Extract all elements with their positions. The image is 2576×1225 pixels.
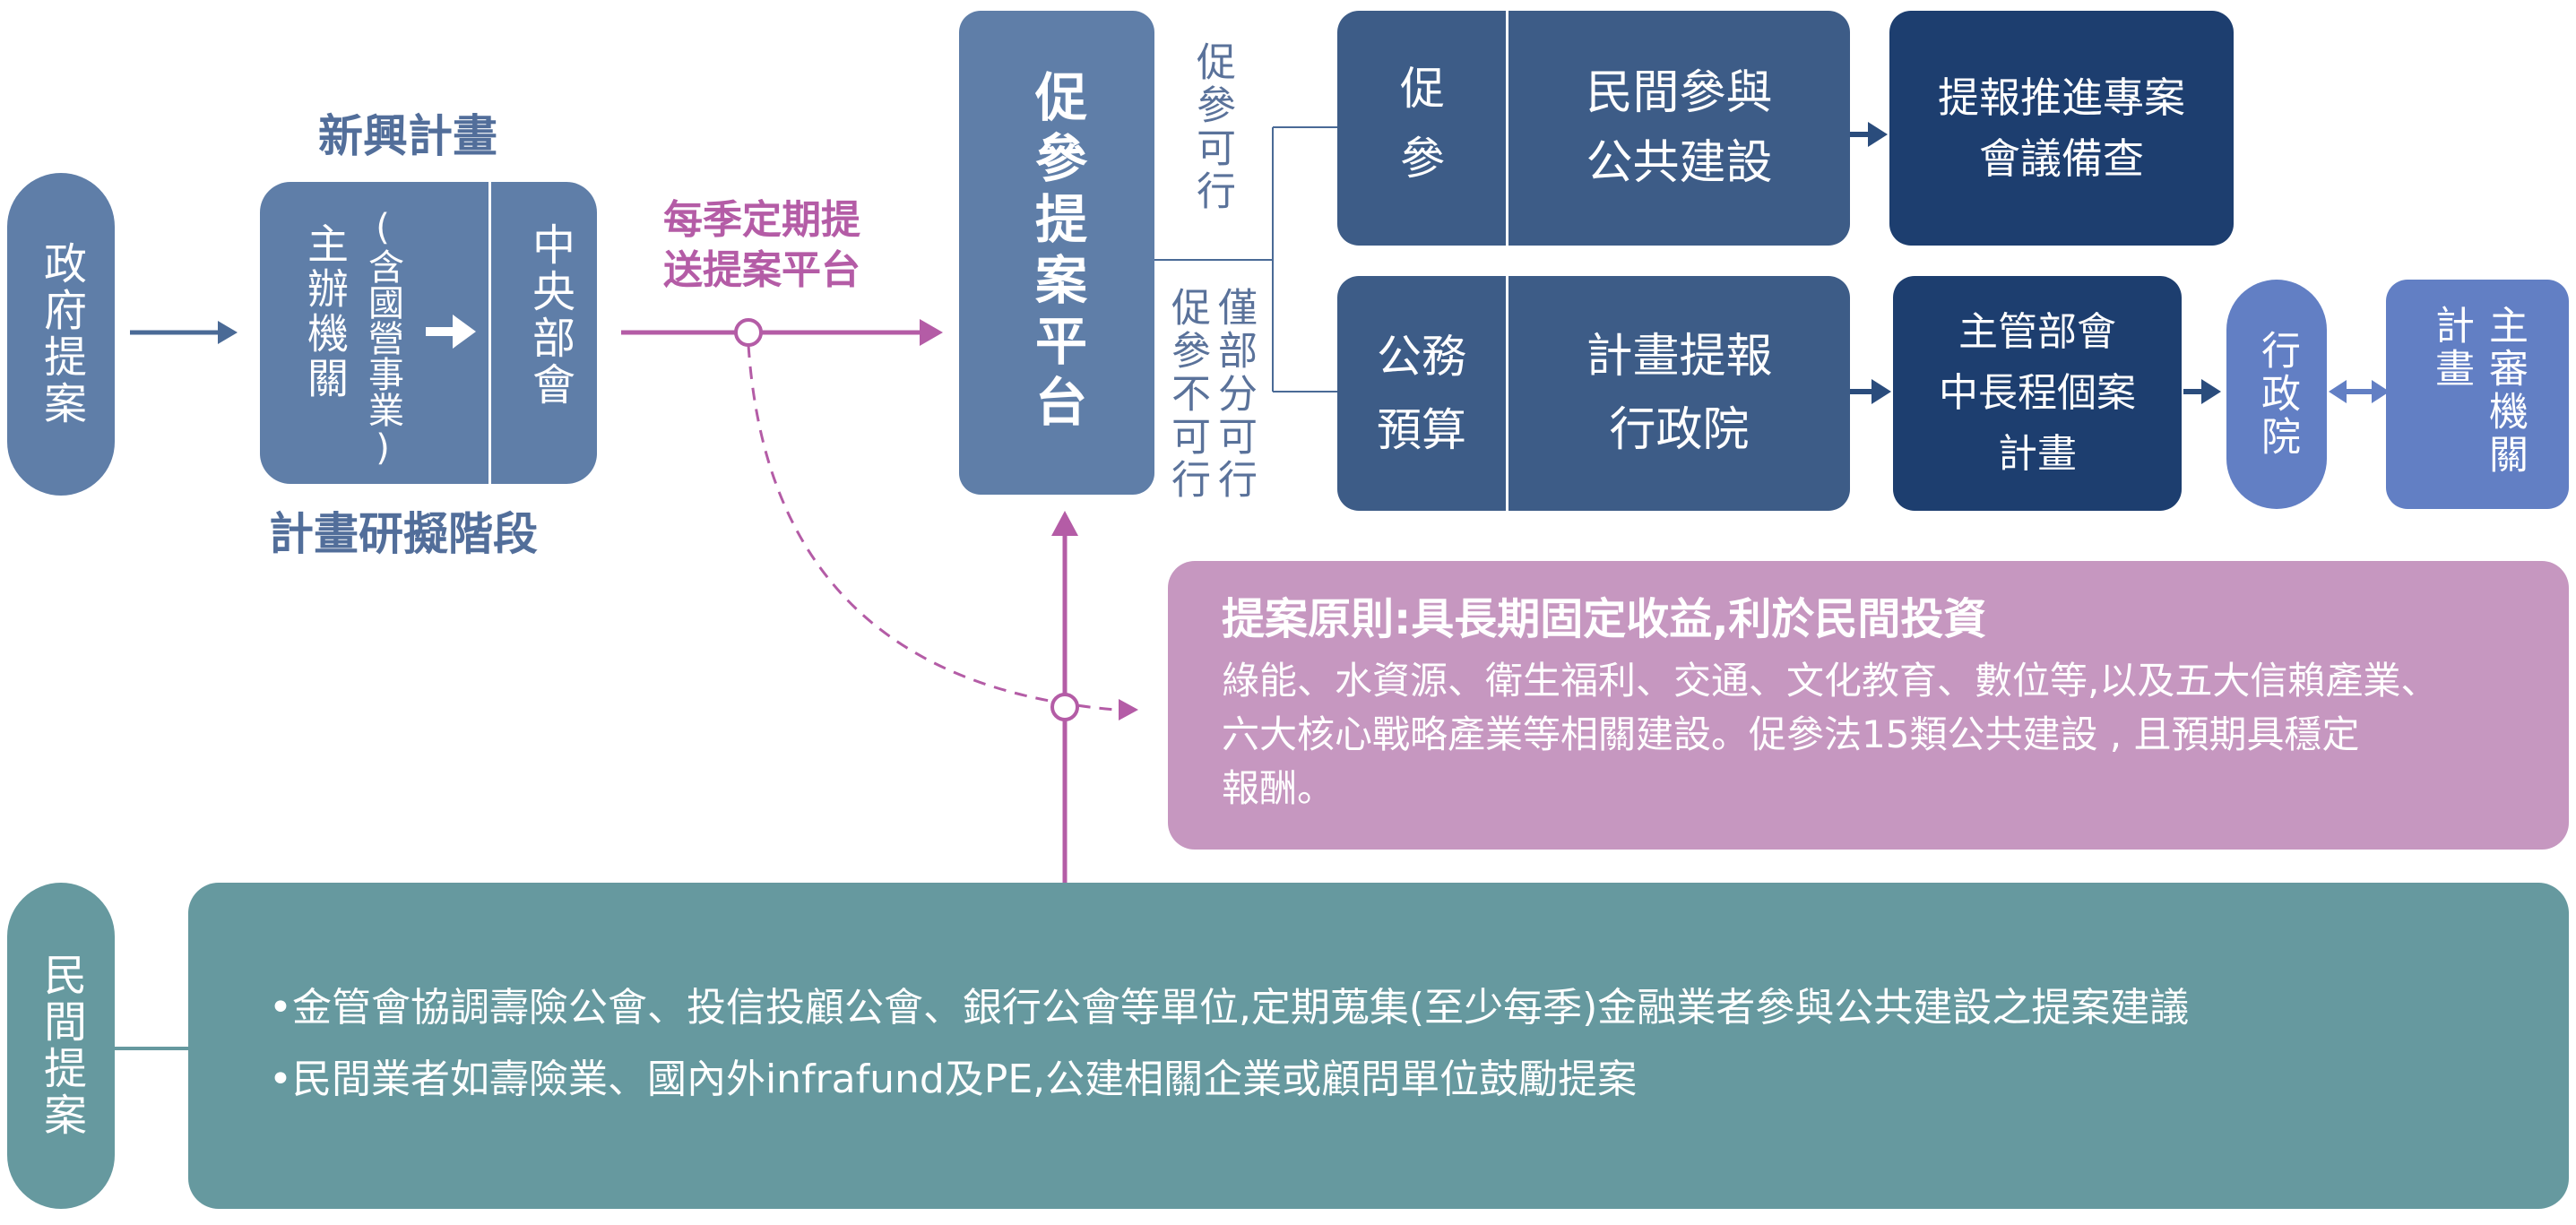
principle-line3: 報酬。 (1222, 766, 1336, 810)
gov-proposal-label: 政府提案 (36, 241, 86, 427)
ministry-plan-line2: 中長程個案 (1939, 370, 2136, 416)
arrow-ministry-to-executive (2183, 379, 2221, 404)
report-meeting-box: 提報推進專案 會議備查 (1889, 11, 2234, 246)
private-bullet-1: •金管會協調壽險公會、投信投顧公會、銀行公會等單位,定期蒐集(至少每季)金融業者… (269, 985, 2190, 1031)
principle-line1: 綠能、水資源、衛生福利、交通、文化教育、數位等,以及五大信賴產業、 (1222, 659, 2439, 703)
ppp-divider (1506, 11, 1508, 246)
node-private (1050, 693, 1079, 721)
executive-yuan-label: 行政院 (2254, 330, 2300, 459)
ministry-plan-line1: 主管部會 (1958, 309, 2116, 355)
plan-stage-divider (488, 182, 491, 484)
quarterly-label: 每季定期提 送提案平台 (663, 195, 860, 296)
budget-left: 公務 預算 (1337, 276, 1506, 511)
dashed-curve-to-principle (747, 344, 1138, 720)
ministry-plan-line3: 計畫 (1998, 431, 2077, 477)
branch-partial-col1: 促參不可行 (1164, 287, 1210, 502)
private-proposal-pill: 民間提案 (7, 883, 115, 1209)
budget-middle: 計畫提報 行政院 (1508, 276, 1850, 511)
executive-yuan-pill: 行政院 (2226, 280, 2327, 509)
principle-box: 提案原則:具長期固定收益,利於民間投資 綠能、水資源、衛生福利、交通、文化教育、… (1168, 561, 2569, 850)
ministry-plan-box: 主管部會 中長程個案 計畫 (1893, 276, 2182, 511)
budget-left-line2: 預算 (1377, 404, 1466, 456)
plan-stage-bottom-label: 計畫研擬階段 (269, 508, 538, 560)
proposal-platform-label: 促參提案平台 (1026, 70, 1087, 436)
node-quarterly (734, 318, 763, 347)
review-agency-box: 主審機關 計畫 (2386, 280, 2569, 509)
quarterly-label-line2: 送提案平台 (663, 247, 860, 293)
ppp-box: 促參 民間參與 公共建設 (1337, 11, 1850, 246)
branch-feasible-label: 促參可行 (1189, 41, 1235, 213)
branch-lines (1153, 126, 1337, 393)
principle-line2: 六大核心戰略產業等相關建設。促參法15類公共建設 , 且預期具穩定 (1222, 712, 2360, 756)
budget-middle-line2: 行政院 (1609, 403, 1750, 457)
proposal-platform: 促參提案平台 (959, 11, 1154, 495)
budget-middle-line1: 計畫提報 (1586, 330, 1773, 384)
principle-title: 提案原則:具長期固定收益,利於民間投資 (1222, 594, 1987, 644)
plan-stage-top-label: 新興計畫 (318, 110, 497, 162)
gov-proposal-pill: 政府提案 (7, 173, 115, 496)
ppp-middle-line1: 民間參與 (1586, 66, 1773, 120)
ppp-middle-line2: 公共建設 (1586, 136, 1773, 190)
organizer-note: (含國營事業) (362, 207, 403, 469)
plan-stage-box: 主辦機關 (含國營事業) 中央部會 (260, 182, 597, 484)
budget-divider (1506, 276, 1508, 511)
central-ministry-label: 中央部會 (524, 222, 575, 409)
arrow-ppp-to-report (1850, 122, 1888, 147)
budget-left-line1: 公務 (1377, 331, 1466, 383)
ppp-middle: 民間參與 公共建設 (1508, 11, 1850, 246)
private-bullet-2: •民間業者如壽險業、國內外infrafund及PE,公建相關企業或顧問單位鼓勵提… (269, 1057, 1638, 1102)
organizer-label: 主辦機關 (301, 222, 350, 401)
branch-partial-col2: 僅部分可行 (1211, 287, 1257, 502)
ppp-left-label: 促參 (1400, 63, 1445, 185)
quarterly-label-line1: 每季定期提 (663, 197, 860, 243)
review-agency-col2: 主審機關 (2482, 305, 2528, 477)
report-meeting-line1: 提報推進專案 (1938, 73, 2185, 122)
arrow-private-to-platform (1050, 511, 1079, 883)
organizer-arrow-icon (426, 315, 476, 354)
report-meeting-line2: 會議備查 (1979, 134, 2144, 183)
arrow-budget-to-ministry (1850, 379, 1891, 404)
review-agency-col1: 計畫 (2428, 305, 2474, 391)
private-proposal-box: •金管會協調壽險公會、投信投顧公會、銀行公會等單位,定期蒐集(至少每季)金融業者… (188, 883, 2569, 1209)
arrow-executive-review-double (2329, 380, 2390, 403)
budget-box: 公務 預算 計畫提報 行政院 (1337, 276, 1850, 511)
private-proposal-label: 民間提案 (36, 953, 86, 1139)
arrow-gov-to-plan (130, 321, 238, 344)
arrow-plan-to-platform (621, 318, 943, 347)
